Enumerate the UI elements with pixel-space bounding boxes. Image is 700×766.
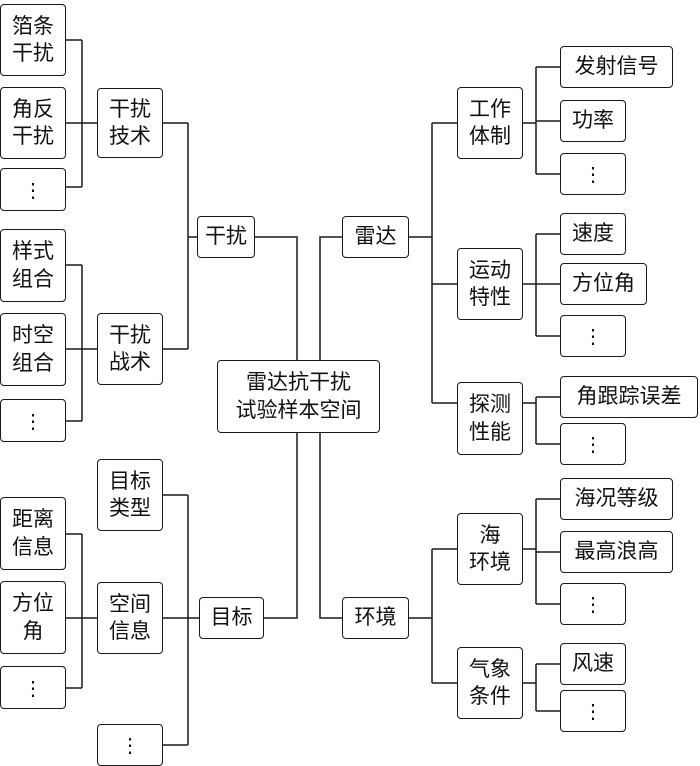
power-node: 功率	[560, 100, 626, 142]
target-type-node: 目标 类型	[97, 459, 163, 531]
wind-speed-node: 风速	[560, 643, 626, 685]
link-spatial-children	[66, 533, 97, 689]
motion-more-node: ⋮	[560, 315, 626, 357]
sea-more-node: ⋮	[560, 583, 626, 625]
link-jamtactic-children	[66, 264, 97, 422]
link-environment-children	[409, 548, 457, 684]
weather-conditions-node: 气象 条件	[457, 647, 523, 719]
link-workmode-children	[523, 66, 560, 175]
link-weather-children	[523, 663, 560, 712]
target-more-node: ⋮	[97, 724, 163, 766]
speed-node: 速度	[560, 213, 626, 255]
sea-state-level-node: 海况等级	[560, 478, 673, 520]
spacetime-combination-node: 时空 组合	[0, 313, 66, 386]
jamming-tactic-node: 干扰 战术	[97, 313, 163, 385]
target-node: 目标	[199, 597, 264, 639]
detection-performance-node: 探测 性能	[457, 382, 523, 455]
azimuth-angle-node: 方位角	[560, 263, 647, 305]
jamming-technique-more-node: ⋮	[0, 168, 66, 211]
chaff-jamming-node: 箔条 干扰	[0, 4, 66, 76]
jamming-tactic-more-node: ⋮	[0, 399, 66, 442]
transmit-signal-node: 发射信号	[560, 46, 673, 88]
root-node: 雷达抗干扰 试验样本空间	[217, 360, 380, 433]
range-info-node: 距离 信息	[0, 497, 66, 570]
motion-characteristics-node: 运动 特性	[457, 248, 523, 320]
sea-environment-node: 海 环境	[457, 513, 523, 585]
link-sea-children	[523, 498, 560, 605]
radar-node: 雷达	[342, 216, 409, 258]
spatial-info-node: 空间 信息	[97, 582, 163, 654]
spatial-info-more-node: ⋮	[0, 666, 66, 709]
azimuth-info-node: 方位 角	[0, 581, 66, 654]
environment-node: 环境	[342, 597, 409, 639]
angle-tracking-error-node: 角跟踪误差	[560, 376, 698, 418]
link-radar-children	[409, 122, 457, 404]
jamming-technique-node: 干扰 技术	[97, 88, 163, 158]
link-motion-children	[523, 233, 560, 337]
corner-reflector-jamming-node: 角反 干扰	[0, 87, 66, 159]
detection-more-node: ⋮	[560, 423, 626, 465]
link-jamtech-children	[66, 39, 97, 188]
link-target-children	[163, 494, 199, 746]
work-mode-node: 工作 体制	[457, 87, 523, 159]
weather-more-node: ⋮	[560, 690, 626, 732]
interference-node: 干扰	[197, 216, 255, 258]
max-wave-height-node: 最高浪高	[560, 531, 673, 573]
work-mode-more-node: ⋮	[560, 153, 626, 195]
link-detection-children	[523, 396, 560, 445]
pattern-combination-node: 样式 组合	[0, 229, 66, 302]
link-interference-children	[163, 122, 197, 350]
